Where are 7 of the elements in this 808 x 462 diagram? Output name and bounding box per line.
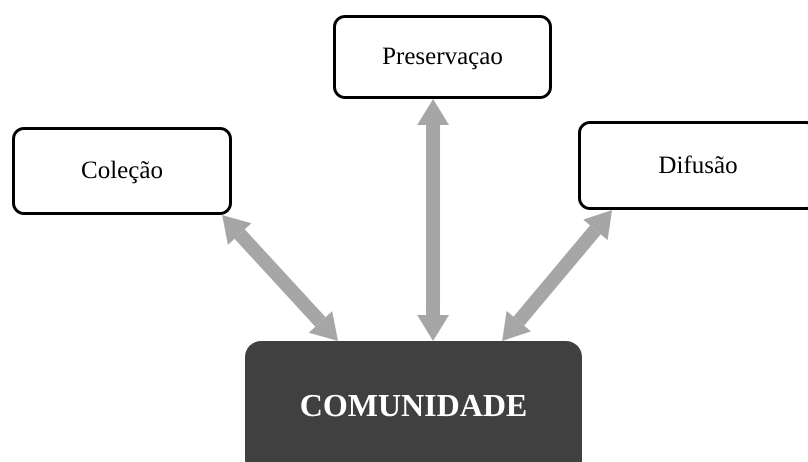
double-arrow [222,215,338,341]
concept-box: Preservaçao [333,15,552,99]
double-arrow [417,99,450,341]
community-box: COMUNIDADE [245,341,582,462]
concept-box: Difusão [578,121,808,210]
concept-box: Coleção [12,127,232,215]
double-arrow [502,210,612,341]
